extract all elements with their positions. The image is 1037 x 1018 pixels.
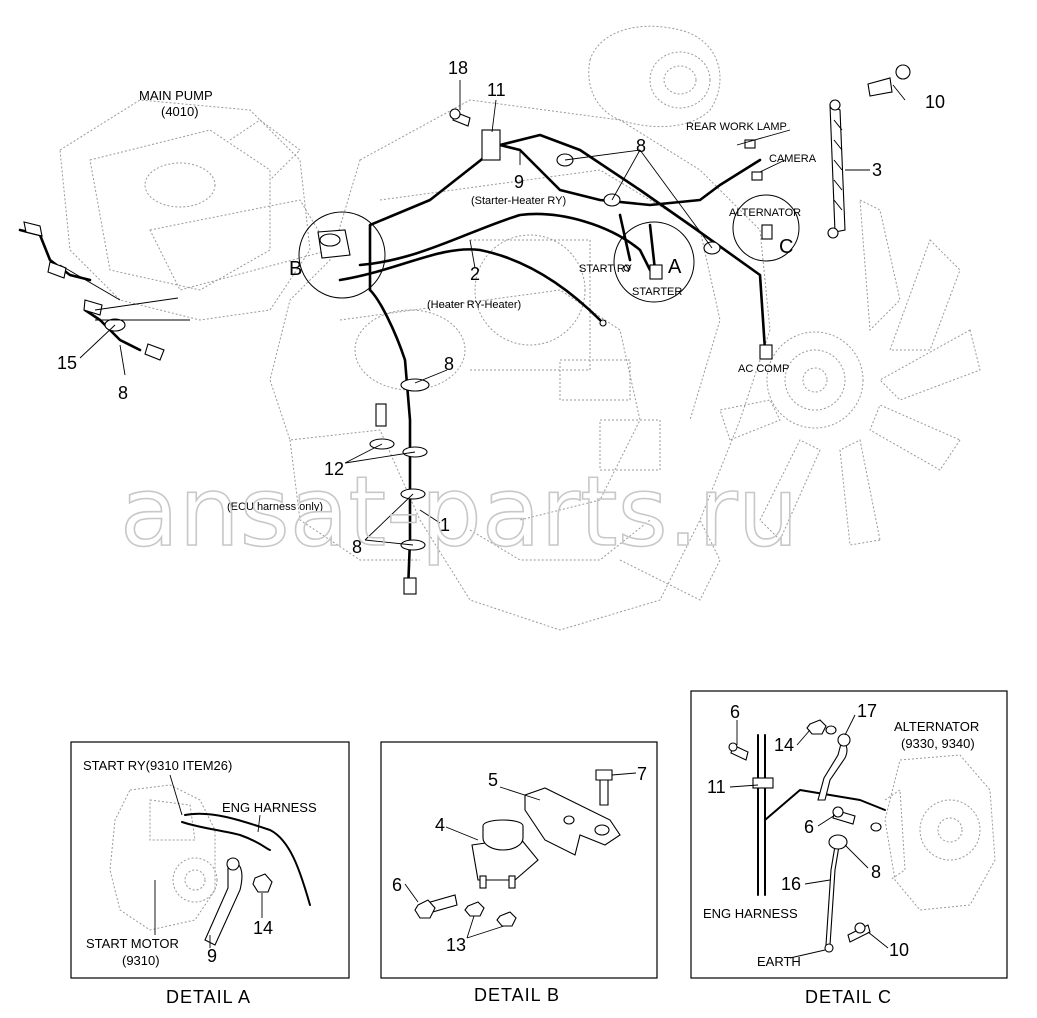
callout-circle-a [613, 221, 695, 303]
detail-b-part-7-label: 7 [637, 764, 647, 784]
ecu-harness-only-label: (ECU harness only) [227, 501, 323, 513]
callout-circle-c [732, 194, 800, 262]
callout-a-label: A [668, 256, 682, 278]
detail-c-part-16-label: 16 [781, 874, 801, 894]
starter-heater-ry-label: (Starter-Heater RY) [471, 195, 566, 207]
alternator-label: ALTERNATOR [729, 207, 801, 219]
detail-b-part-5-label: 5 [488, 770, 498, 790]
detail-a-start-motor-code: (9310) [122, 953, 160, 968]
detail-a-panel [70, 741, 350, 979]
starter-label: STARTER [632, 286, 682, 298]
detail-b-part-13-label: 13 [446, 935, 466, 955]
part-15-label: 15 [57, 353, 77, 373]
part-9-label: 9 [514, 172, 524, 192]
detail-a-title: DETAIL A [166, 987, 251, 1007]
ac-comp-label: AC COMP [738, 363, 789, 375]
part-8b-label: 8 [444, 354, 454, 374]
part-8a-label: 8 [636, 136, 646, 156]
rear-work-lamp-label: REAR WORK LAMP [686, 121, 787, 133]
part-8d-label: 8 [118, 383, 128, 403]
detail-c-alternator-label: ALTERNATOR [894, 719, 979, 734]
detail-c-part-8-label: 8 [871, 862, 881, 882]
main-pump-code: (4010) [161, 104, 199, 119]
detail-c-part-17-label: 17 [857, 701, 877, 721]
detail-a-part-14-label: 14 [253, 918, 273, 938]
main-pump-label: MAIN PUMP [139, 88, 213, 103]
part-18-label: 18 [448, 58, 468, 78]
part-3-label: 3 [872, 160, 882, 180]
part-1-label: 1 [440, 515, 450, 535]
detail-b-panel [380, 741, 658, 979]
heater-ry-heater-label: (Heater RY-Heater) [427, 299, 521, 311]
detail-c-part-11-label: 11 [707, 777, 726, 797]
detail-c-part-10-label: 10 [889, 940, 909, 960]
callout-c-label: C [779, 236, 793, 258]
detail-c-title: DETAIL C [805, 987, 892, 1007]
callout-circle-b [298, 211, 386, 299]
detail-b-part-4-label: 4 [435, 815, 445, 835]
detail-c-earth-label: EARTH [757, 954, 801, 969]
detail-a-start-ry-label: START RY(9310 ITEM26) [83, 758, 232, 773]
detail-c-part-6a-label: 6 [730, 702, 740, 722]
part-8c-label: 8 [352, 537, 362, 557]
detail-c-eng-harness-label: ENG HARNESS [703, 906, 798, 921]
part-12-label: 12 [324, 459, 344, 479]
detail-b-part-6-label: 6 [392, 875, 402, 895]
watermark: ansat-parts.ru [120, 456, 799, 568]
start-ry-label: START RY [579, 263, 633, 275]
part-2-label: 2 [470, 264, 480, 284]
part-11-label: 11 [487, 80, 506, 100]
detail-a-eng-harness-label: ENG HARNESS [222, 800, 317, 815]
detail-c-panel [690, 690, 1008, 979]
detail-c-part-6b-label: 6 [804, 817, 814, 837]
main-leaders [79, 80, 906, 546]
part-10-label: 10 [925, 92, 945, 112]
detail-a-part-9-label: 9 [207, 946, 217, 966]
detail-a-start-motor-label: START MOTOR [86, 936, 179, 951]
callout-b-label: B [289, 258, 302, 280]
detail-b-title: DETAIL B [474, 985, 560, 1005]
camera-label: CAMERA [769, 153, 817, 165]
engine-outline [59, 25, 981, 631]
detail-c-alternator-code: (9330, 9340) [901, 736, 975, 751]
detail-c-part-14-label: 14 [774, 735, 794, 755]
engine-harness [18, 64, 911, 595]
